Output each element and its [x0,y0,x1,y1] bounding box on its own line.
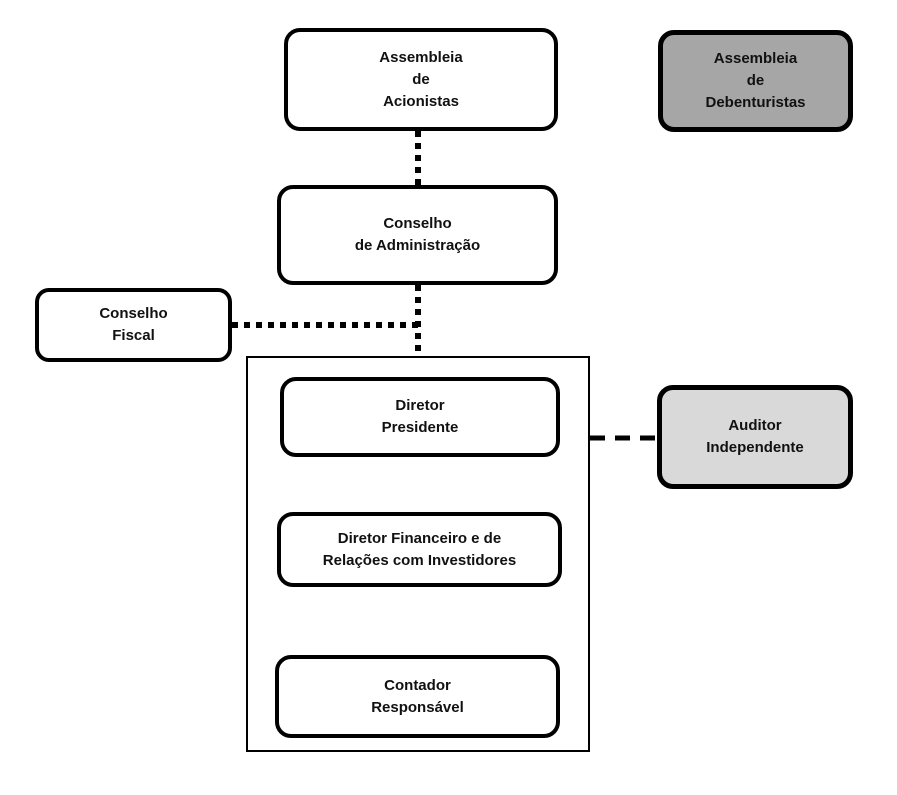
node-assembleia-acionistas: Assembleia de Acionistas [284,28,558,131]
node-assembleia-debenturistas: Assembleia de Debenturistas [658,30,853,132]
node-diretor-financeiro: Diretor Financeiro e de Relações com Inv… [277,512,562,587]
node-conselho-administracao: Conselho de Administração [277,185,558,285]
node-contador-responsavel: Contador Responsável [275,655,560,738]
node-auditor-independente: Auditor Independente [657,385,853,489]
node-conselho-fiscal: Conselho Fiscal [35,288,232,362]
node-diretor-presidente: Diretor Presidente [280,377,560,457]
